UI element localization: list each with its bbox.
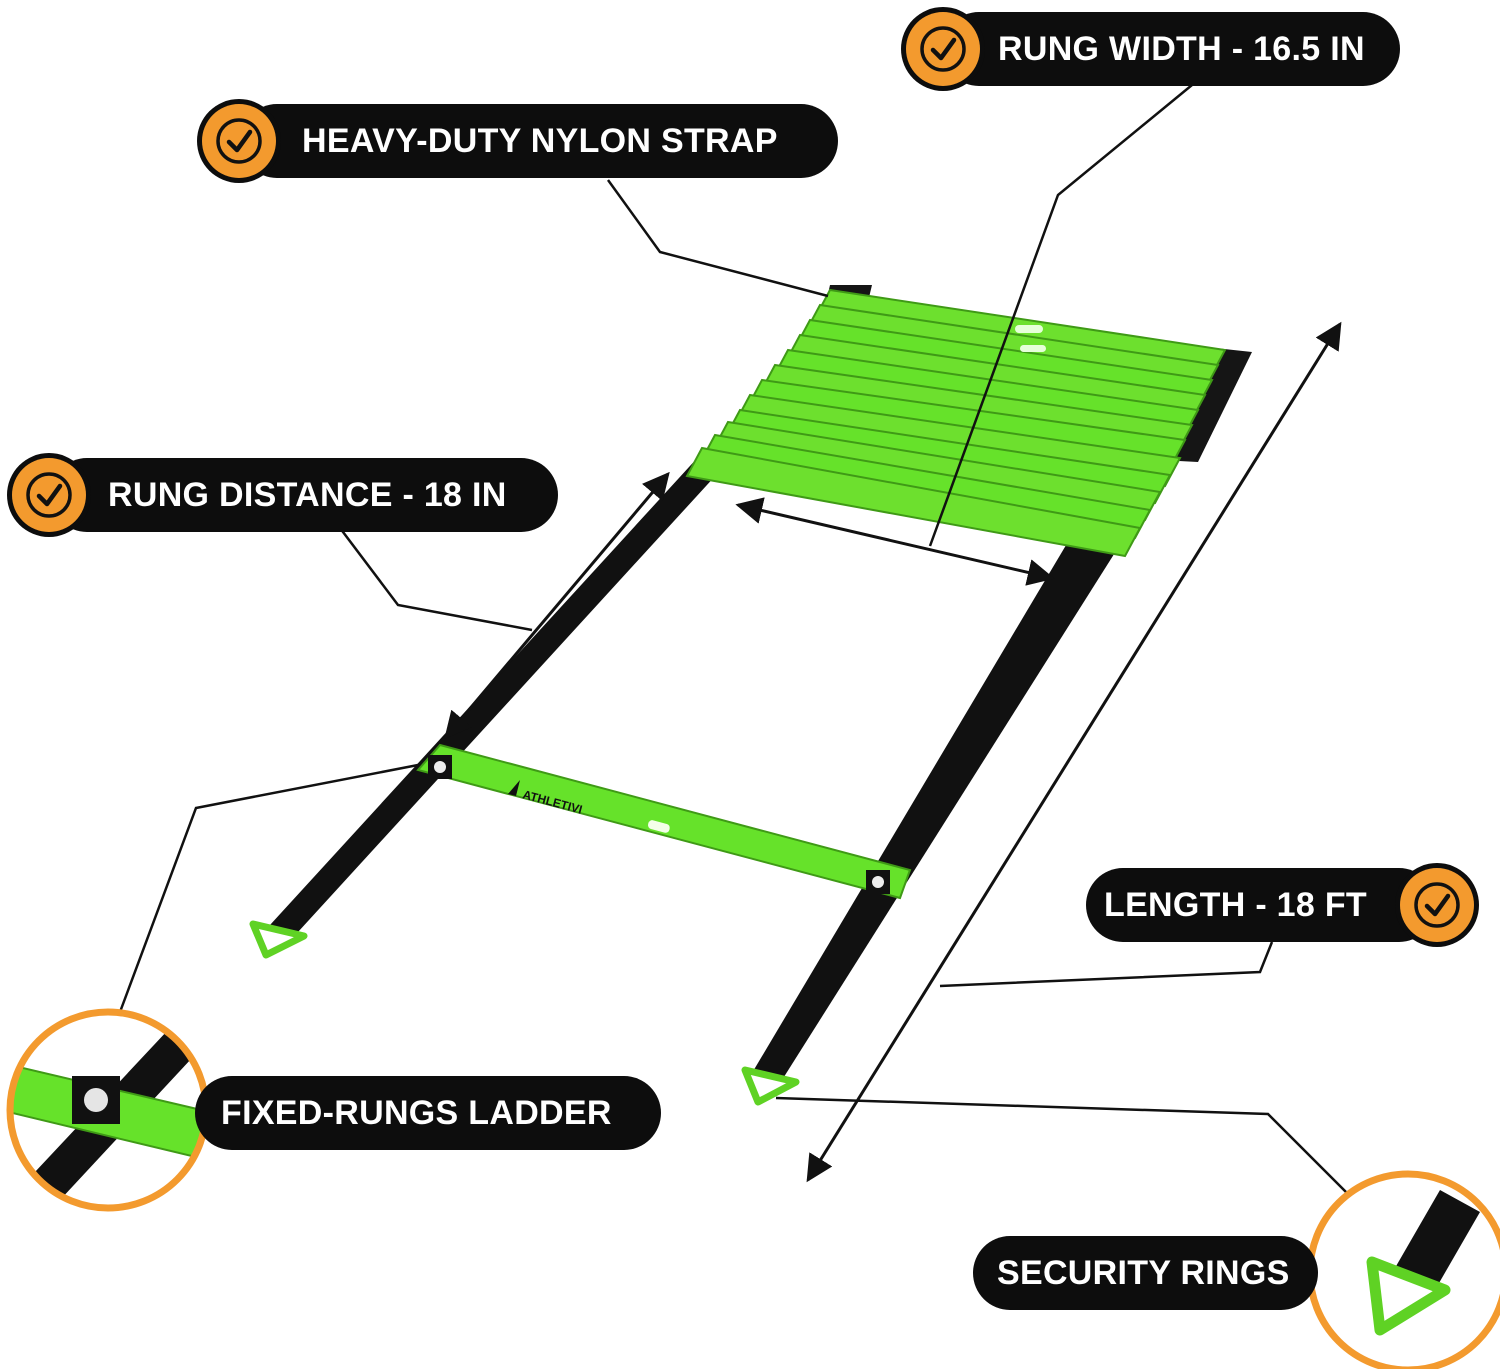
check-circle-icon <box>1400 868 1474 942</box>
security-rings-text: SECURITY RINGS <box>997 1253 1290 1292</box>
right-strap <box>752 525 1128 1080</box>
fixed-rungs-text: FIXED-RUNGS LADDER <box>221 1093 612 1132</box>
rung-distance-text: RUNG DISTANCE - 18 IN <box>108 475 507 514</box>
check-circle-icon <box>12 458 86 532</box>
length-arrow <box>806 321 1342 1183</box>
rung-distance-label: RUNG DISTANCE - 18 IN <box>50 458 558 532</box>
security-rings-label: SECURITY RINGS <box>973 1236 1318 1310</box>
nylon-strap-text: HEAVY-DUTY NYLON STRAP <box>302 121 778 160</box>
fixed-rung-zoom <box>6 1008 210 1212</box>
leader-lines <box>118 84 1349 1195</box>
bottom-rung <box>416 743 912 900</box>
rung-distance-arrow <box>444 471 670 740</box>
nylon-strap-label: HEAVY-DUTY NYLON STRAP <box>240 104 838 178</box>
length-text: LENGTH - 18 FT <box>1104 885 1367 924</box>
rung-width-label: RUNG WIDTH - 16.5 IN <box>942 12 1400 86</box>
security-ring-zoom <box>1306 1170 1500 1369</box>
rung-stack <box>685 288 1227 558</box>
check-circle-icon <box>906 12 980 86</box>
fixed-rungs-label: FIXED-RUNGS LADDER <box>195 1076 661 1150</box>
length-label: LENGTH - 18 FT <box>1086 868 1436 942</box>
rung-width-text: RUNG WIDTH - 16.5 IN <box>998 29 1365 68</box>
right-security-ring <box>741 1066 800 1106</box>
left-security-ring <box>249 920 308 959</box>
check-circle-icon <box>202 104 276 178</box>
